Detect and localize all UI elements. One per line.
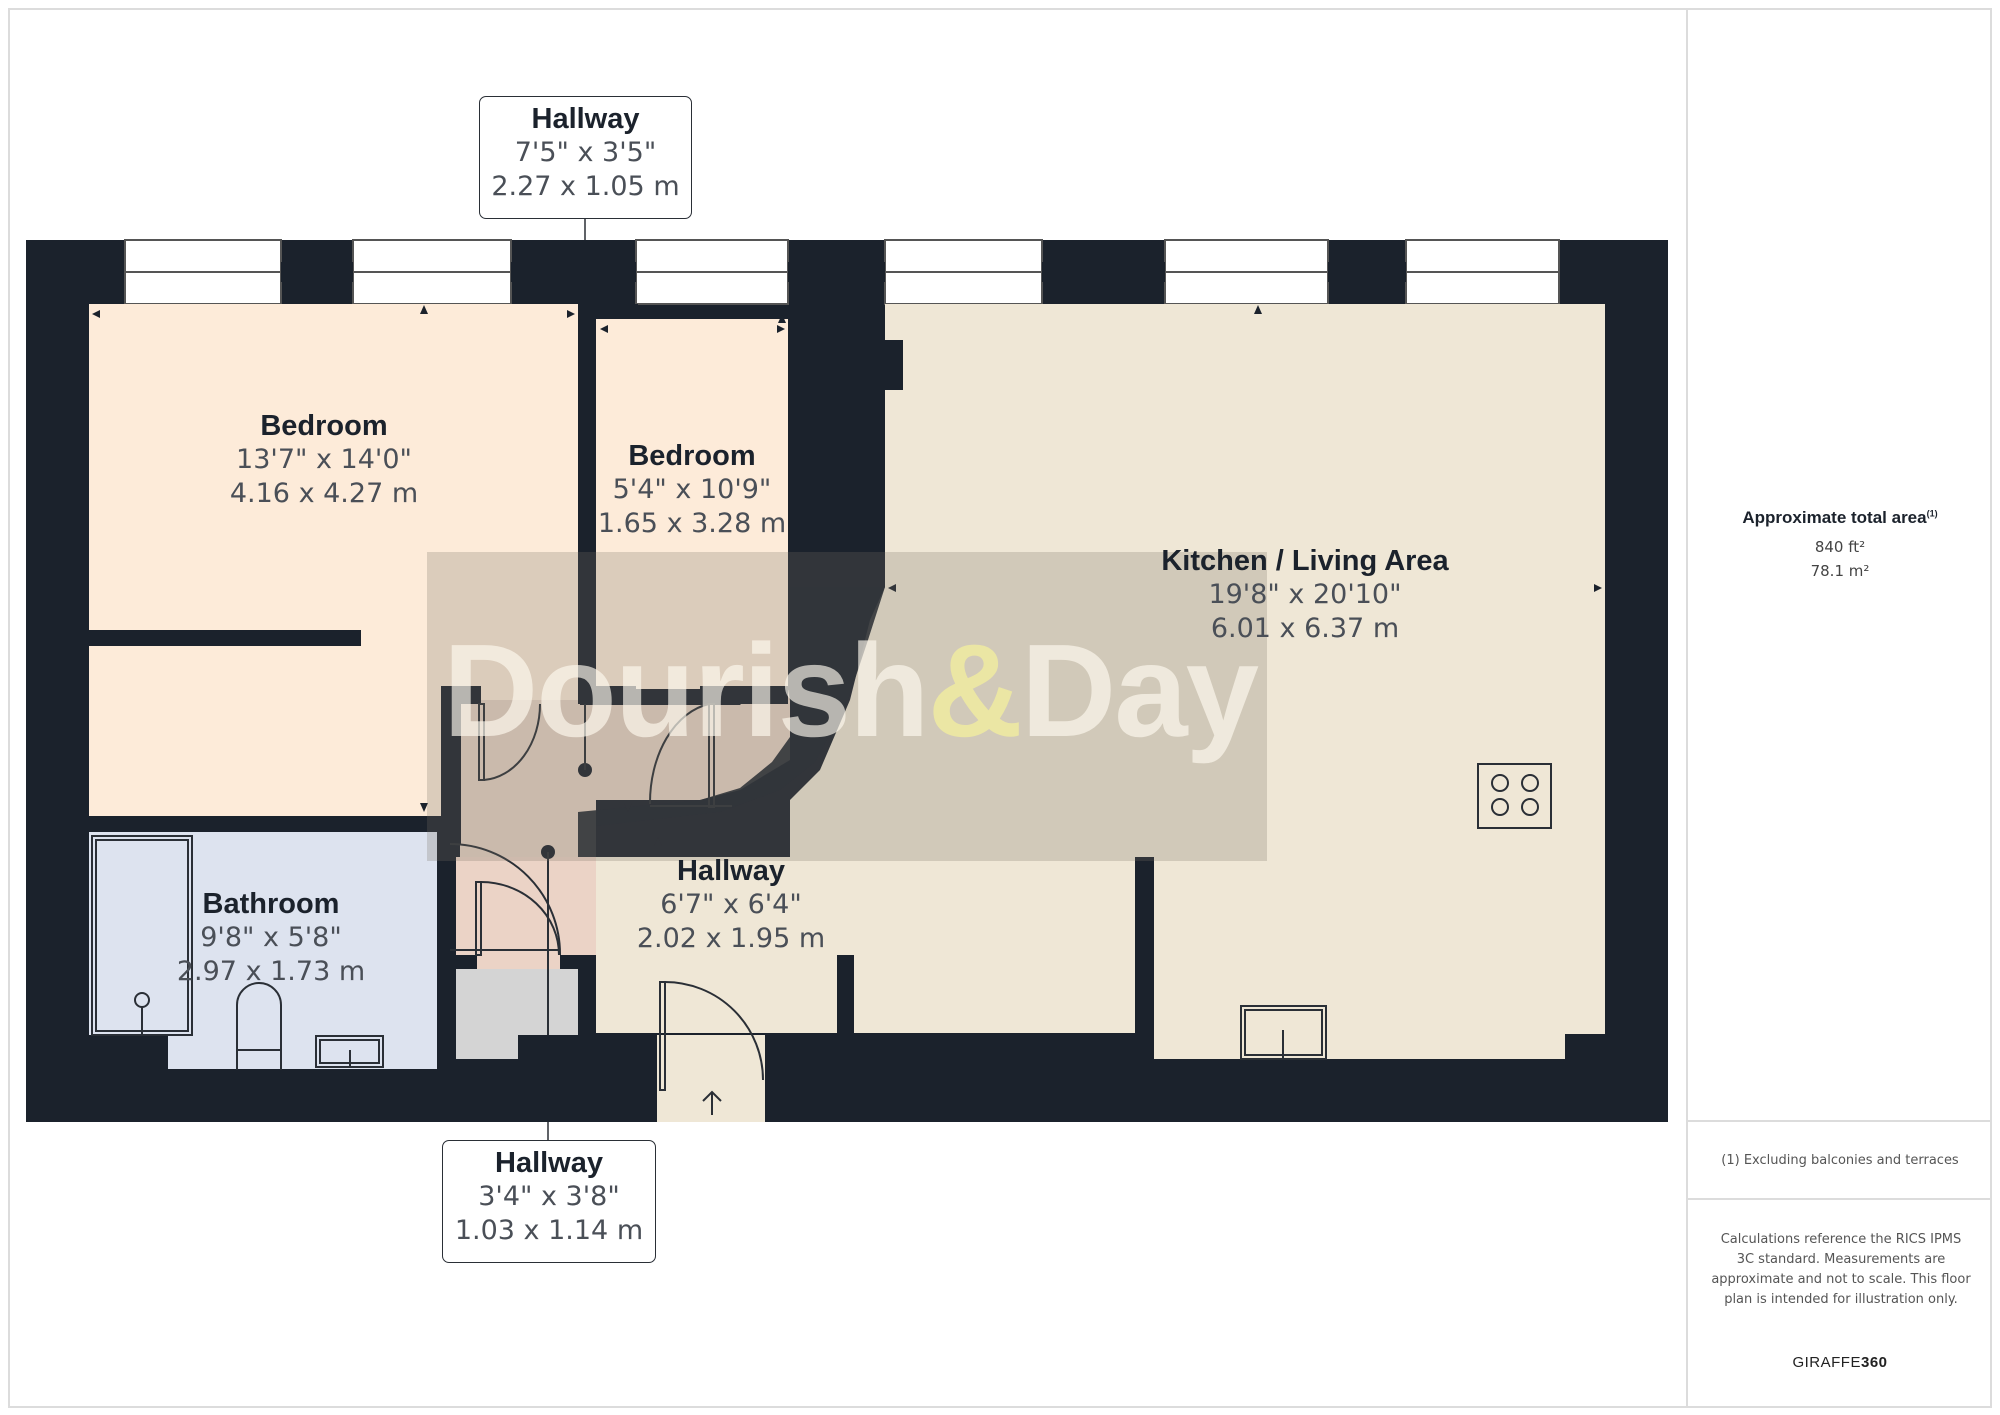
- room-dim-imperial: 7'5" x 3'5": [514, 137, 657, 168]
- room-dim-imperial: 9'8" x 5'8": [200, 922, 342, 953]
- area-title: Approximate total area(1): [1688, 508, 1992, 528]
- hob-icon: [1477, 763, 1552, 829]
- bedroom-2-floor: [596, 319, 788, 689]
- area-metric: 78.1 m²: [1810, 562, 1870, 580]
- toilet-icon: [236, 982, 282, 1070]
- floor-plan: Dourish&Day Bedroom 13'7" x 14'0" 4.16 x…: [26, 96, 1668, 1263]
- room-dim-metric: 1.03 x 1.14 m: [454, 1215, 644, 1246]
- kitchen-divider-wall: [1135, 857, 1154, 1033]
- hallway-main-floor: [596, 857, 1135, 1033]
- room-label-hallway-main: Hallway 6'7" x 6'4" 2.02 x 1.95 m: [637, 855, 825, 956]
- room-dim-imperial: 5'4" x 10'9": [612, 474, 772, 505]
- brand-regular: GIRAFFE: [1792, 1354, 1861, 1371]
- room-dim-metric: 2.27 x 1.05 m: [491, 171, 680, 202]
- room-dim-metric: 2.97 x 1.73 m: [176, 956, 366, 987]
- room-dim-imperial: 6'7" x 6'4": [660, 889, 802, 920]
- room-label-bedroom-2: Bedroom 5'4" x 10'9" 1.65 x 3.28 m: [598, 440, 786, 541]
- room-dim-metric: 6.01 x 6.37 m: [1210, 613, 1400, 644]
- room-dim-metric: 1.65 x 3.28 m: [597, 508, 787, 539]
- page-frame: [8, 8, 1992, 1408]
- watermark-part2: Day: [1020, 617, 1259, 764]
- area-title-text: Approximate total area: [1742, 508, 1927, 527]
- room-label-bathroom: Bathroom 9'8" x 5'8" 2.97 x 1.73 m: [177, 888, 365, 989]
- brand-logo: GIRAFFE360: [1688, 1354, 1992, 1371]
- floor-plan-drawing: [26, 218, 1668, 1140]
- watermark-ampersand: &: [927, 617, 1023, 764]
- room-dim-imperial: 13'7" x 14'0": [236, 444, 412, 475]
- footnote-text: (1) Excluding balconies and terraces: [1721, 1152, 1959, 1168]
- callout-hallway-top: Hallway 7'5" x 3'5" 2.27 x 1.05 m: [479, 96, 692, 219]
- footnote-mark: (1): [1926, 508, 1938, 519]
- wardrobe-partition: [89, 630, 361, 646]
- entrance-arrow-icon[interactable]: [702, 1090, 722, 1115]
- brand-bold: 360: [1860, 1354, 1888, 1371]
- sink-icon: [315, 1035, 384, 1068]
- room-name: Hallway: [495, 1147, 603, 1179]
- watermark-text: Dourish&Day: [440, 615, 1260, 766]
- total-area-block: Approximate total area(1) 840 ft² 78.1 m…: [1688, 508, 1992, 580]
- room-name: Bathroom: [202, 888, 340, 920]
- windows: [124, 239, 1560, 305]
- watermark-overlay: [427, 552, 1267, 861]
- area-sidebar: Approximate total area(1) 840 ft² 78.1 m…: [1686, 8, 1992, 1408]
- room-dim-imperial: 3'4" x 3'8": [478, 1181, 620, 1212]
- disclaimer-text: Calculations reference the RICS IPMS 3C …: [1711, 1232, 1971, 1307]
- watermark-part1: Dourish: [442, 617, 930, 764]
- room-label-bedroom-1: Bedroom 13'7" x 14'0" 4.16 x 4.27 m: [230, 410, 418, 511]
- room-name: Bedroom: [628, 440, 756, 472]
- room-name: Hallway: [531, 103, 640, 135]
- area-imperial: 840 ft²: [1814, 538, 1866, 556]
- entrance-door-swing: [664, 981, 764, 1081]
- room-name: Bedroom: [260, 410, 388, 442]
- room-dim-metric: 2.02 x 1.95 m: [636, 923, 826, 954]
- room-dim-imperial: 19'8" x 20'10": [1208, 579, 1402, 610]
- room-dim-metric: 4.16 x 4.27 m: [229, 478, 419, 509]
- bathroom-floor: [89, 832, 437, 1069]
- interior-doors: [449, 703, 732, 956]
- callout-hallway-bottom: Hallway 3'4" x 3'8" 1.03 x 1.14 m: [442, 1140, 656, 1263]
- dimension-markers: [92, 305, 1602, 846]
- room-name: Hallway: [676, 855, 785, 887]
- room-label-kitchen: Kitchen / Living Area 19'8" x 20'10" 6.0…: [1161, 545, 1448, 646]
- footnote-block: (1) Excluding balconies and terraces: [1688, 1120, 1992, 1200]
- room-name: Kitchen / Living Area: [1161, 545, 1449, 577]
